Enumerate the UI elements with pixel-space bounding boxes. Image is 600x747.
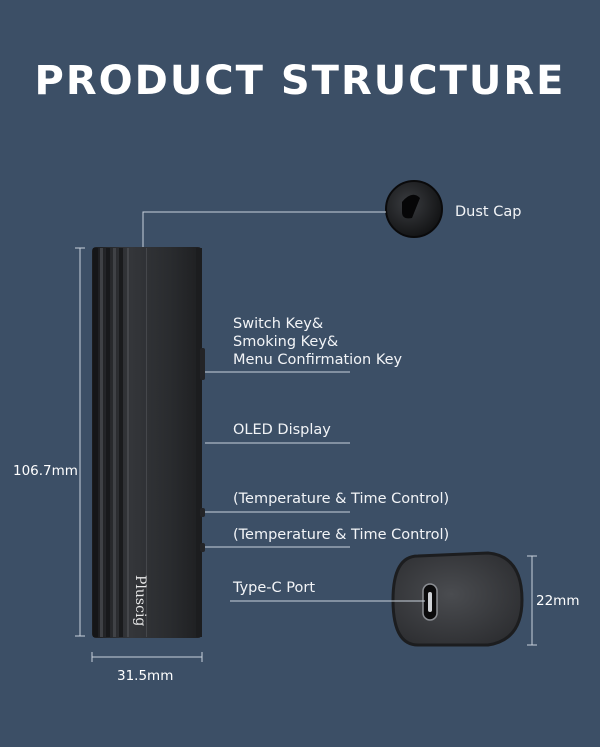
bottom-view-image [391, 551, 524, 647]
switch-key-label: Switch Key& [233, 316, 324, 332]
temperature-control-label-1: (Temperature & Time Control) [233, 491, 450, 507]
height-dimension: 106.7mm [13, 463, 78, 479]
temperature-control-label-2: (Temperature & Time Control) [233, 527, 450, 543]
menu-confirmation-key-label: Menu Confirmation Key [233, 352, 403, 368]
oled-display-label: OLED Display [233, 422, 331, 438]
depth-dimension: 22mm [536, 593, 580, 609]
brand-logo: Pluscig [132, 575, 148, 627]
dust-cap-image [385, 180, 443, 238]
type-c-port-label: Type-C Port [233, 580, 316, 596]
page-title: PRODUCT STRUCTURE [34, 58, 566, 104]
device-body [92, 247, 205, 638]
smoking-key-label: Smoking Key& [233, 334, 339, 350]
width-dimension: 31.5mm [117, 668, 174, 684]
dust-cap-label: Dust Cap [455, 204, 522, 220]
